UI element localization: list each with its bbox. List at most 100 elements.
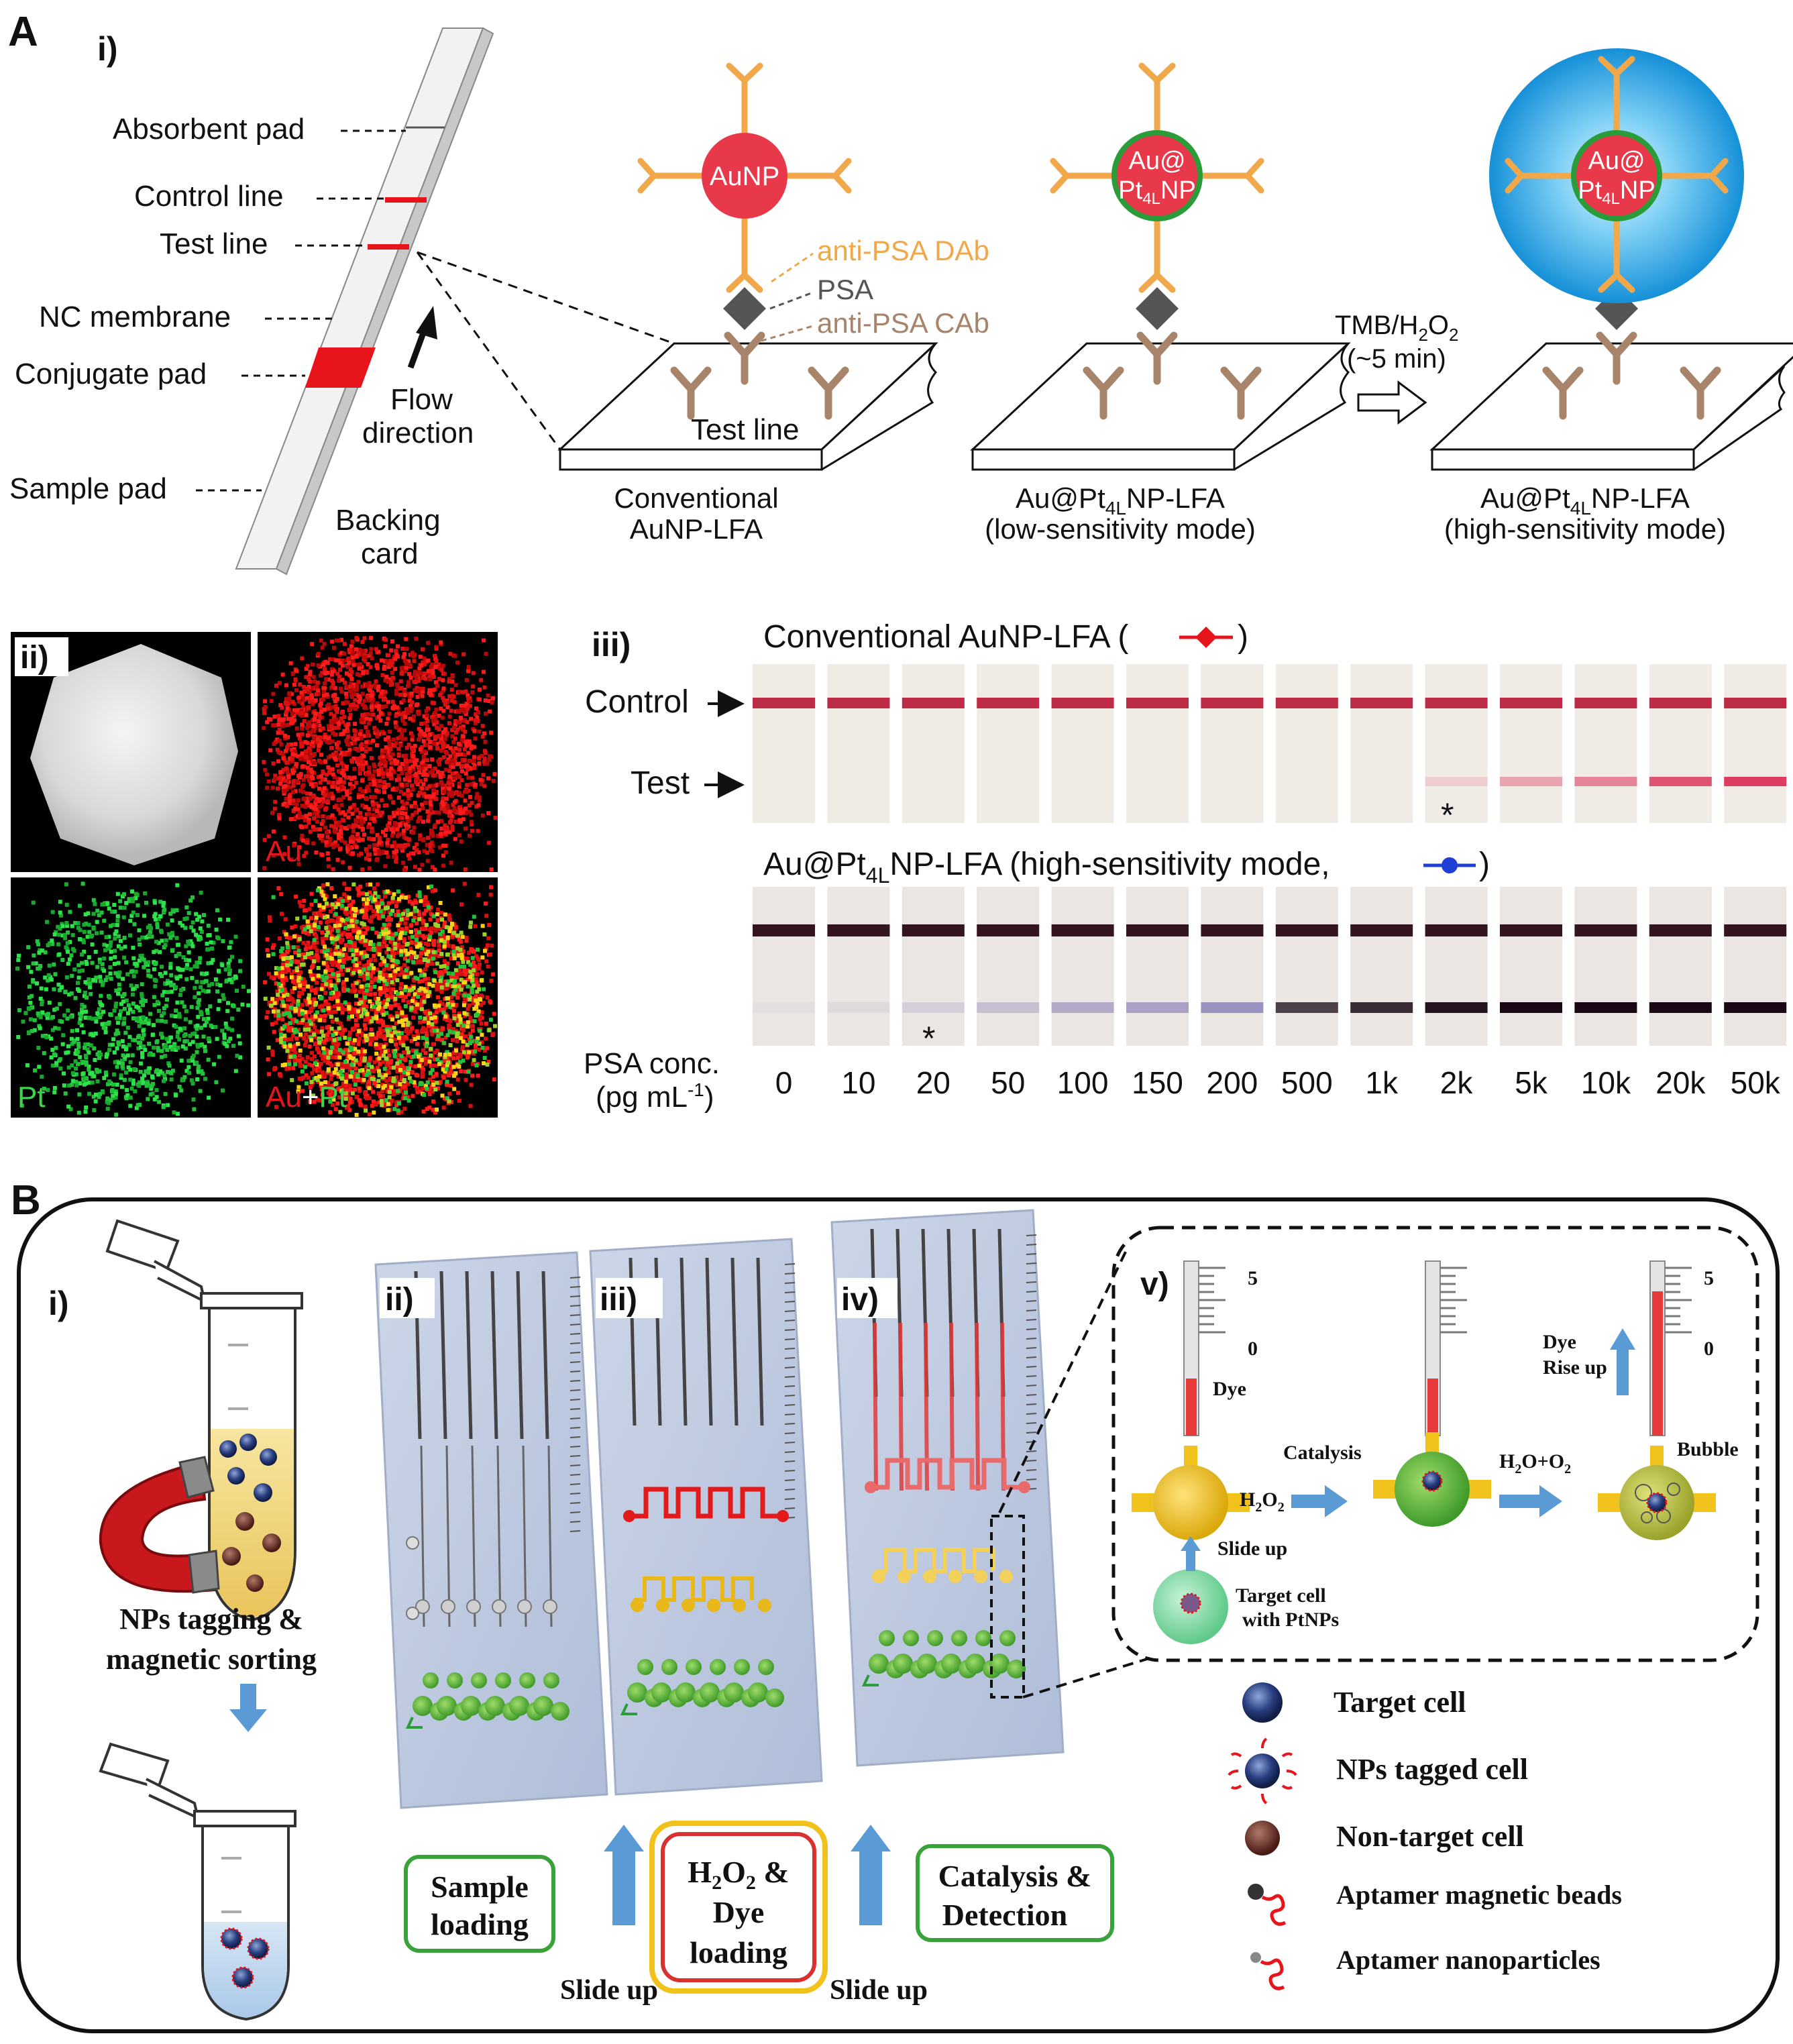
stage-bubble [1598,1446,1716,1540]
panel-b-iii-label: iii) [600,1282,637,1317]
tmb-arrow [1357,380,1427,425]
high-sensitivity-strip [1574,887,1637,1046]
conventional-strip [1350,664,1413,823]
legend-tagged-cell: NPs tagged cell [1336,1753,1528,1786]
legend-non-target-cell: Non-target cell [1336,1820,1524,1853]
dye-gauge [1425,1260,1467,1436]
caption-conventional-line1: Conventional [614,482,778,514]
legend-magnetic-bead-icon [1248,1884,1287,1926]
v-target-line2: with PtNPs [1242,1609,1339,1631]
slide-up-label-1: Slide up [560,1975,658,2006]
label-nc-membrane: NC membrane [39,301,231,333]
panel-b-frame [17,1197,1780,2033]
high-sensitivity-strip [1500,887,1562,1046]
panel-a-label: A [8,9,38,55]
label-sample-pad: Sample pad [9,472,167,505]
tmb-time-label: (~5 min) [1347,344,1446,374]
h2o2-dye-line2: Dye [713,1895,765,1929]
legend-target-cell-icon [1242,1682,1283,1723]
conventional-strip [902,664,965,823]
panel-b-iv-label: iv) [841,1282,879,1317]
panel-b-v-label: v) [1140,1267,1169,1302]
tube-sorting [105,1219,303,1622]
hs-title-end: ) [1479,847,1490,882]
high-sensitivity-strip [1724,887,1787,1046]
conventional-strip [1724,664,1787,823]
concentration-label: 200 [1207,1065,1258,1100]
tmb-h2o2-label: TMB/H2O2 [1335,311,1459,345]
v-bubble-label: Bubble [1677,1438,1739,1460]
concentration-label: 150 [1132,1065,1183,1100]
sorting-down-arrow [229,1684,267,1732]
stage-h2o2 [1132,1446,1250,1540]
v-h2o2-label: H2O2 [1240,1489,1285,1515]
test-label: Test [631,765,690,801]
concentration-label: 10k [1581,1065,1631,1100]
aupt-low-line2: Pt4LNP [1118,176,1195,208]
v-h2o-o2-label: H2O+O2 [1499,1450,1571,1476]
label-psa: PSA [817,274,873,305]
high-sensitivity-strip [1051,887,1114,1046]
control-label: Control [585,684,689,720]
label-anti-psa-dab: anti-PSA DAb [817,235,989,266]
arrow-h2o-o2 [1499,1485,1562,1517]
caption-high-line2: (high-sensitivity mode) [1444,513,1726,545]
caption-low-line2: (low-sensitivity mode) [985,513,1256,545]
chip-ii [374,1251,608,1809]
membrane-low-sensitivity [970,342,1351,471]
concentration-label: 2k [1440,1065,1474,1100]
concentration-label: 100 [1057,1065,1109,1100]
concentration-label: 20 [916,1065,950,1100]
sample-loading-box [404,1855,555,1953]
caption-low-line1: Au@Pt4LNP-LFA [1016,482,1225,519]
conventional-strip [1500,664,1562,823]
strip-labels: Absorbent pad Control line Test line NC … [9,113,406,505]
legend-aptamer-nanoparticles: Aptamer nanoparticles [1336,1945,1600,1975]
panel-b-label: B [11,1177,41,1224]
v-scale-5-a: 5 [1248,1267,1258,1289]
v-dye-rise-line2: Rise up [1543,1356,1607,1379]
sorting-label-line2: magnetic sorting [106,1643,317,1676]
high-sensitivity-strip [1649,887,1712,1046]
concentration-label: 10 [841,1065,875,1100]
caption-high-line1: Au@Pt4LNP-LFA [1480,482,1690,519]
concentration-label: 50 [991,1065,1025,1100]
legend-non-target-cell-icon [1245,1821,1280,1855]
dye-gauge [1183,1260,1226,1436]
legend-target-cell: Target cell [1334,1686,1466,1719]
legend-tagged-cell-icon [1228,1737,1297,1805]
panel-b-legend: Target cell NPs tagged cell Non-target c… [1228,1682,1622,1990]
conv-star: * [1441,796,1454,834]
legend-magnetic-beads: Aptamer magnetic beads [1336,1880,1622,1910]
test-line-label: Test line [691,413,799,446]
backing-label-line1: Backing [335,504,441,537]
sorting-label-line1: NPs tagging & [119,1603,303,1635]
legend-red-diamond [1179,627,1233,648]
detection-stages [1132,1260,1716,1644]
v-scale-0-c: 0 [1704,1338,1714,1360]
aupt-conjugate-high: Au@ Pt4LNP [1489,48,1744,303]
panel-a-ii-label: ii) [20,640,49,676]
panel-b-ii-label: ii) [385,1282,414,1317]
legend-blue-circle [1423,857,1476,873]
catalysis-line2: Detection [942,1898,1067,1932]
conventional-strip [1201,664,1264,823]
hs-title: Au@Pt4LNP-LFA (high-sensitivity mode, [763,847,1330,887]
aunp-text: AuNP [710,162,780,191]
concentration-label: 20k [1655,1065,1706,1100]
panel-b-i-label: i) [48,1285,69,1322]
conventional-strips [753,664,1787,823]
psa-conc-label1: PSA conc. [584,1047,720,1080]
caption-conventional-line2: AuNP-LFA [630,513,763,545]
conventional-strip [1051,664,1114,823]
aupt-conjugate-low: Au@ Pt4LNP [1050,62,1264,293]
label-control-line: Control line [134,180,284,213]
hs-star: * [922,1020,935,1057]
conventional-strip [1425,664,1488,823]
label-anti-psa-cab: anti-PSA CAb [817,307,989,339]
dye-gauge [1649,1260,1692,1436]
v-catalysis-label: Catalysis [1283,1442,1362,1464]
h2o2-dye-line3: loading [690,1935,787,1970]
concentration-label: 1k [1365,1065,1399,1100]
